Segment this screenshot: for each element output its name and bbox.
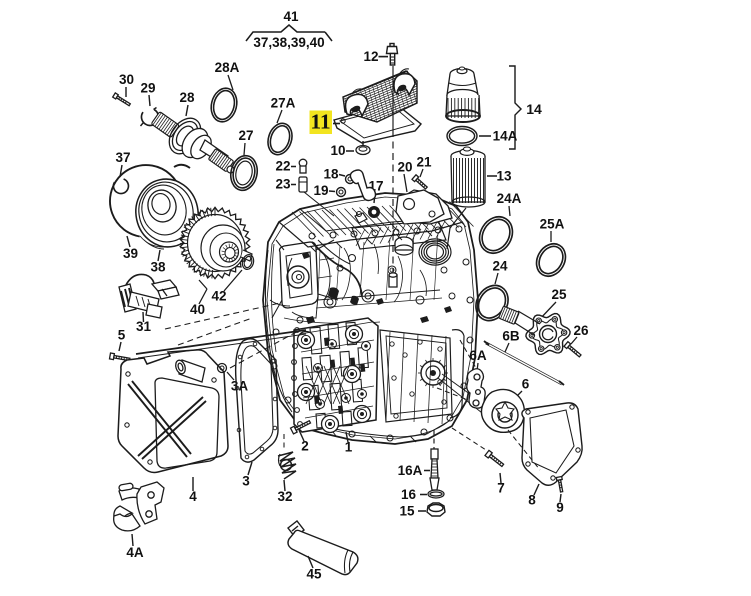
svg-text:39: 39 <box>123 246 138 261</box>
svg-text:23: 23 <box>275 177 291 192</box>
svg-text:12: 12 <box>363 49 378 64</box>
svg-text:24: 24 <box>492 259 508 274</box>
svg-text:6: 6 <box>522 377 530 392</box>
svg-text:41: 41 <box>283 9 299 24</box>
svg-text:26: 26 <box>573 323 589 338</box>
svg-text:14A: 14A <box>493 129 518 144</box>
svg-text:10: 10 <box>330 143 345 158</box>
svg-text:4: 4 <box>189 489 197 504</box>
svg-text:31: 31 <box>136 319 152 334</box>
svg-text:30: 30 <box>119 72 134 87</box>
svg-text:21: 21 <box>416 155 432 170</box>
svg-text:19: 19 <box>313 183 328 198</box>
svg-text:16: 16 <box>401 487 417 502</box>
svg-text:28A: 28A <box>215 60 240 75</box>
svg-text:24A: 24A <box>497 191 522 206</box>
svg-text:5: 5 <box>118 328 126 343</box>
svg-text:20: 20 <box>397 160 412 175</box>
svg-text:28: 28 <box>179 90 195 105</box>
svg-text:7: 7 <box>497 481 505 496</box>
svg-text:6A: 6A <box>469 348 487 363</box>
svg-text:27A: 27A <box>271 96 296 111</box>
svg-text:27: 27 <box>238 128 253 143</box>
svg-text:37: 37 <box>115 150 130 165</box>
svg-text:38: 38 <box>150 260 166 275</box>
svg-text:45: 45 <box>306 567 322 582</box>
svg-text:3A: 3A <box>231 379 249 394</box>
svg-text:6B: 6B <box>502 329 520 344</box>
svg-text:25: 25 <box>551 287 567 302</box>
svg-text:15: 15 <box>399 504 415 519</box>
svg-text:29: 29 <box>140 81 155 96</box>
svg-text:16A: 16A <box>398 463 423 478</box>
svg-text:18: 18 <box>323 167 339 182</box>
svg-text:9: 9 <box>556 500 564 515</box>
svg-text:32: 32 <box>277 489 292 504</box>
svg-text:37,38,39,40: 37,38,39,40 <box>253 35 324 50</box>
svg-text:25A: 25A <box>540 217 565 232</box>
svg-text:4A: 4A <box>126 545 144 560</box>
svg-text:2: 2 <box>301 439 309 454</box>
svg-text:13: 13 <box>496 169 512 184</box>
svg-text:40: 40 <box>190 302 205 317</box>
svg-text:42: 42 <box>211 289 226 304</box>
svg-text:11: 11 <box>310 110 330 134</box>
svg-text:3: 3 <box>242 474 250 489</box>
svg-text:14: 14 <box>526 101 542 117</box>
svg-text:22: 22 <box>275 159 290 174</box>
svg-text:1: 1 <box>345 440 353 455</box>
svg-text:8: 8 <box>528 493 536 508</box>
